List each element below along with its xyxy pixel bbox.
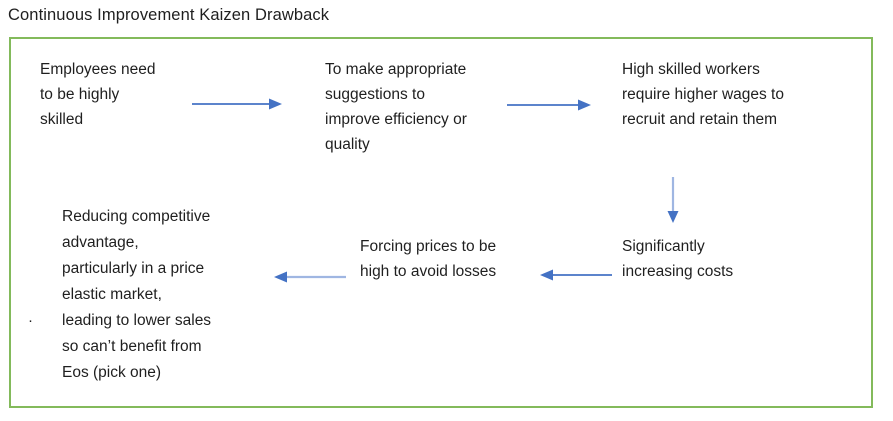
arrow-prices-to-advantage bbox=[274, 271, 346, 283]
node-text-line: Employees need bbox=[40, 61, 156, 78]
arrow-costs-to-prices bbox=[540, 269, 612, 281]
node-text-line: to be highly bbox=[40, 86, 120, 103]
node-text-line: To make appropriate bbox=[325, 61, 467, 78]
node-text-line: improve efficiency or bbox=[325, 111, 467, 128]
node-reducing-advantage: · Reducing competitive advantage, partic… bbox=[28, 204, 212, 386]
arrow-wages-to-costs bbox=[667, 177, 679, 223]
node-text-line: so can’t benefit from bbox=[62, 338, 202, 355]
page-title: Continuous Improvement Kaizen Drawback bbox=[8, 6, 330, 24]
arrow-employees-to-suggestions bbox=[192, 98, 282, 110]
node-text-line: advantage, bbox=[62, 234, 139, 251]
node-text-line: recruit and retain them bbox=[622, 111, 778, 128]
node-increasing-costs: Significantly increasing costs bbox=[622, 234, 733, 284]
diagram-frame bbox=[9, 37, 873, 408]
node-text-line: suggestions to bbox=[325, 86, 425, 103]
node-text-line: require higher wages to bbox=[622, 86, 784, 103]
node-text-line: Significantly bbox=[622, 238, 705, 255]
node-text-line: increasing costs bbox=[622, 263, 734, 280]
node-text-line: elastic market, bbox=[62, 286, 162, 303]
node-text-line: Forcing prices to be bbox=[360, 238, 497, 255]
node-text-line: skilled bbox=[40, 111, 84, 128]
node-text-line: high to avoid losses bbox=[360, 263, 497, 280]
node-employees-skilled: Employees need to be highly skilled bbox=[40, 57, 155, 132]
node-text-line: particularly in a price bbox=[62, 260, 205, 277]
node-text-line: High skilled workers bbox=[622, 61, 760, 78]
node-text-line: leading to lower sales bbox=[62, 312, 212, 329]
node-text-line: quality bbox=[325, 136, 370, 153]
node-forcing-prices: Forcing prices to be high to avoid losse… bbox=[360, 234, 496, 284]
node-text-line: Reducing competitive bbox=[62, 208, 211, 225]
node-appropriate-suggestions: To make appropriate suggestions to impro… bbox=[325, 57, 467, 157]
node-text-line: Eos (pick one) bbox=[62, 364, 162, 381]
node-higher-wages: High skilled workers require higher wage… bbox=[622, 57, 784, 132]
bullet-dot: · bbox=[28, 312, 33, 329]
arrow-suggestions-to-wages bbox=[507, 99, 591, 111]
